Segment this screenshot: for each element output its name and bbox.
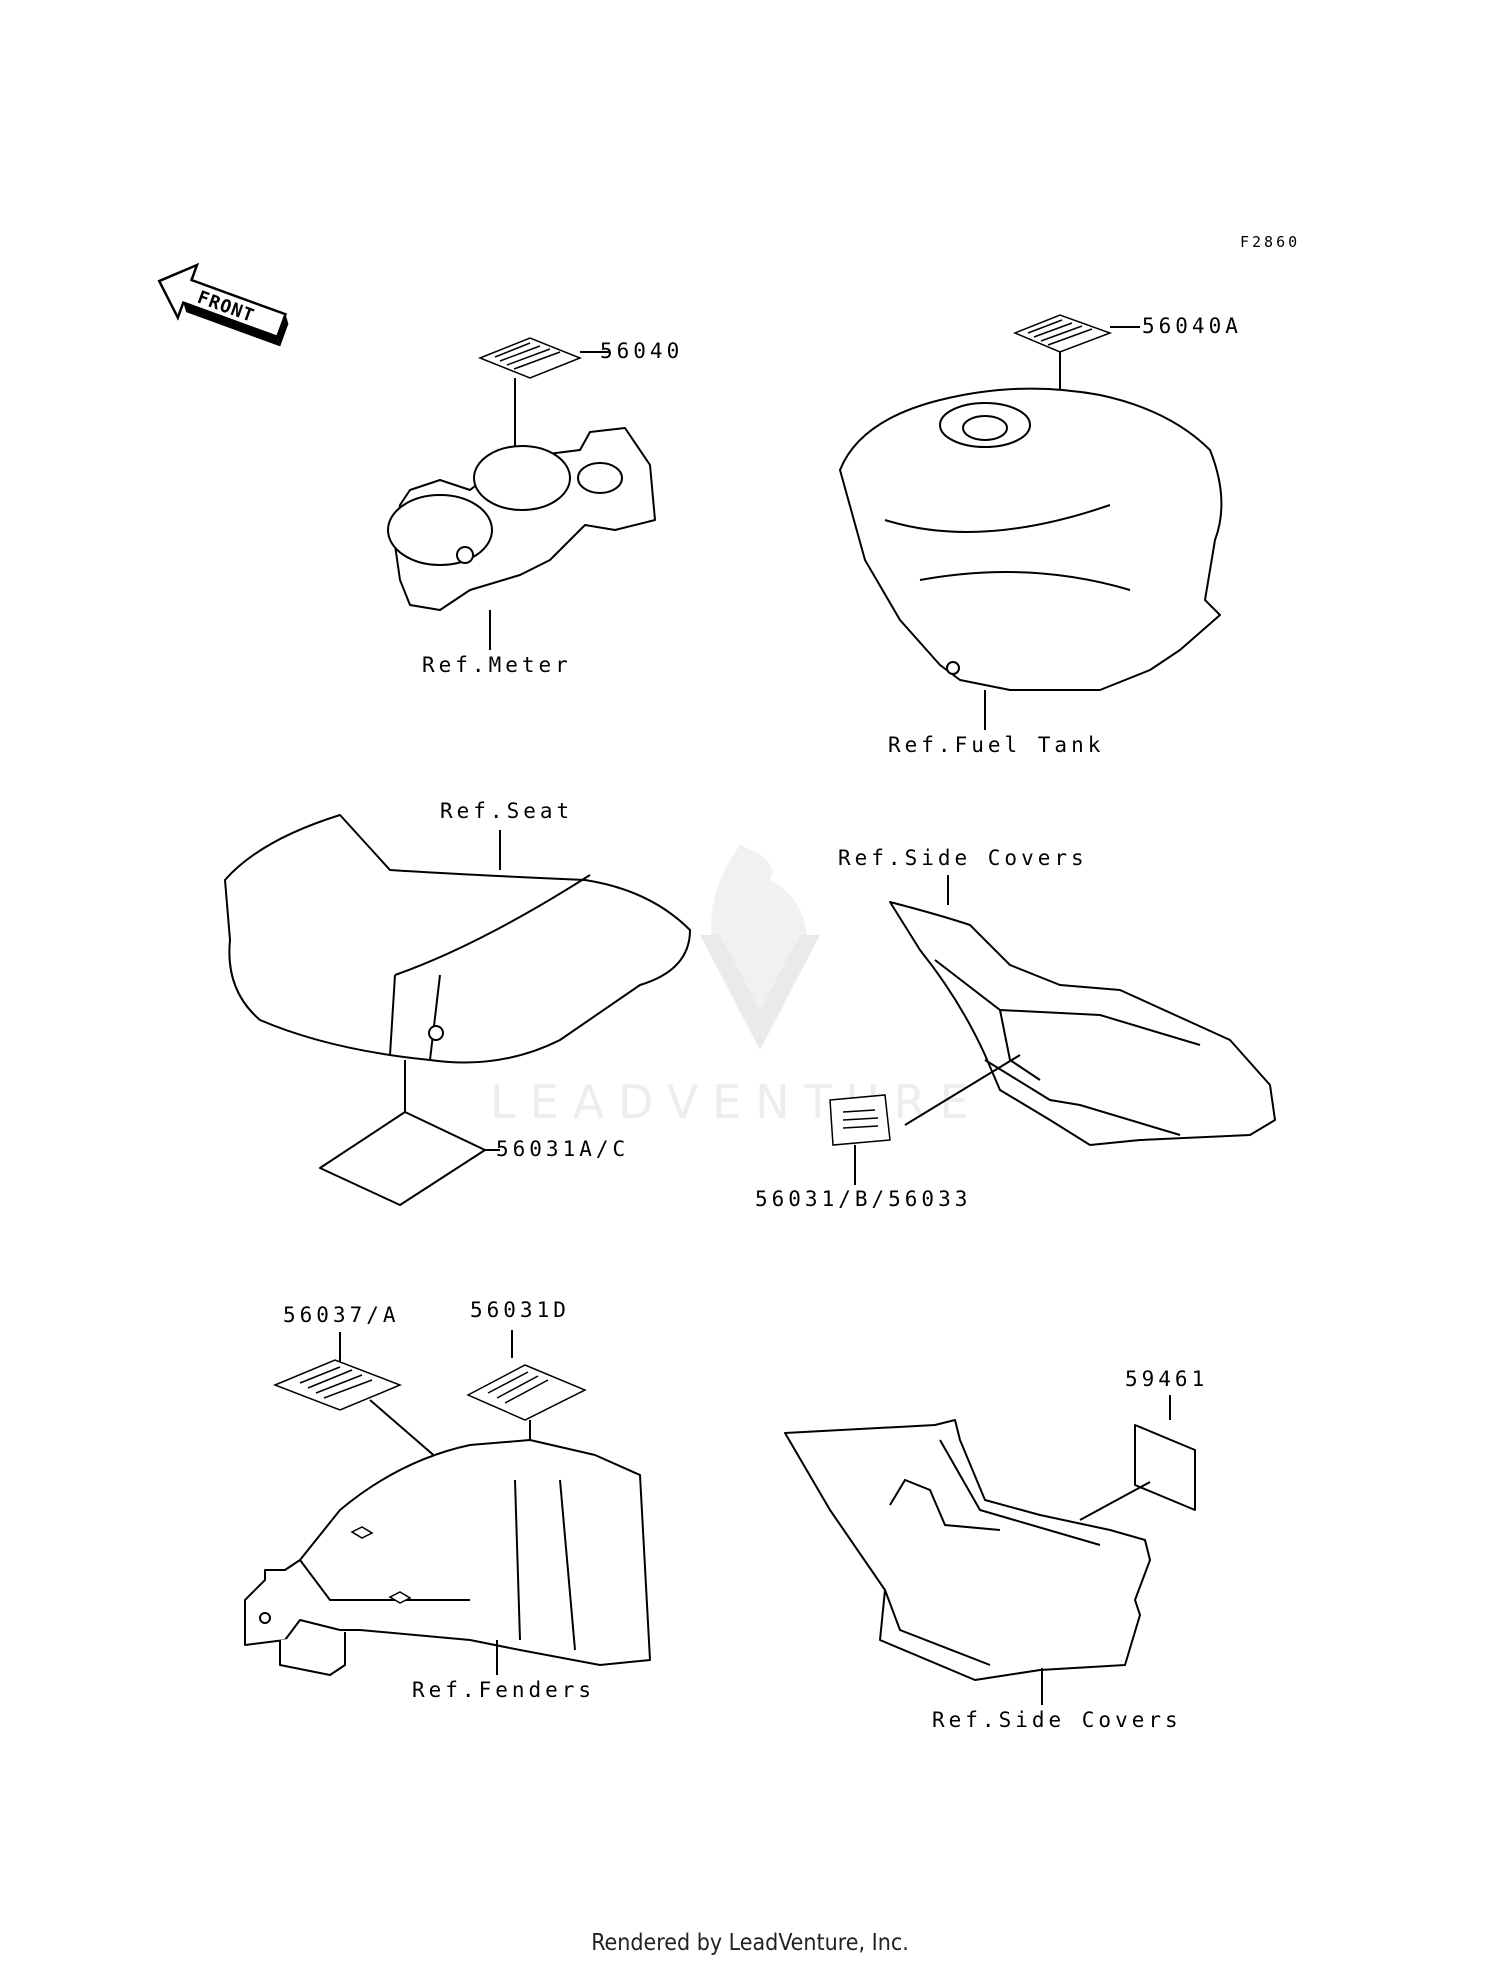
fender (244, 1439, 651, 1666)
label-decal-56031-B-56033 (829, 1094, 891, 1146)
part-number-56031AC: 56031A/C (496, 1137, 629, 1161)
side-cover-bottom (784, 1419, 1151, 1681)
ref-fenders: Ref.Fenders (412, 1678, 595, 1702)
watermark-text: LEADVENTURE (490, 1075, 983, 1129)
label-decal-56031A-C (319, 1111, 486, 1206)
ref-fuel-tank: Ref.Fuel Tank (888, 733, 1104, 757)
leadventure-watermark: LEADVENTURE (490, 845, 983, 1129)
part-number-56031D: 56031D (470, 1298, 570, 1322)
part-number-59461: 59461 (1125, 1367, 1208, 1391)
front-arrow-icon: FRONT (157, 262, 289, 347)
side-cover-top (889, 901, 1276, 1146)
ref-meter: Ref.Meter (422, 653, 572, 677)
fuel-tank-group: 56040A Ref.Fuel Tank (839, 314, 1242, 757)
ref-side-covers-top: Ref.Side Covers (838, 846, 1088, 870)
fenders-group: 56037/A 56031D Ref.Fenders (244, 1298, 651, 1702)
seat (224, 814, 691, 1064)
part-number-56040: 56040 (600, 339, 683, 363)
part-number-56040A: 56040A (1142, 314, 1242, 338)
footer-attribution: Rendered by LeadVenture, Inc. (591, 1930, 909, 1956)
part-number-56037A: 56037/A (283, 1303, 400, 1327)
fuel-tank (839, 387, 1223, 691)
seat-group: Ref.Seat 56031A/C (224, 799, 691, 1206)
ref-side-covers-bottom: Ref.Side Covers (932, 1708, 1182, 1732)
figure-code: F2860 (1240, 233, 1300, 251)
side-cover-bottom-group: 59461 Ref.Side Covers (784, 1367, 1208, 1732)
meter-group: 56040 Ref.Meter (387, 337, 683, 677)
label-decal-56040 (477, 337, 583, 379)
side-cover-top-group: Ref.Side Covers 56031/B/56033 (755, 846, 1276, 1211)
part-number-56031-B-56033: 56031/B/56033 (755, 1187, 971, 1211)
ref-seat: Ref.Seat (440, 799, 573, 823)
label-decal-56031D (466, 1364, 587, 1421)
label-decal-59461 (1134, 1424, 1196, 1511)
